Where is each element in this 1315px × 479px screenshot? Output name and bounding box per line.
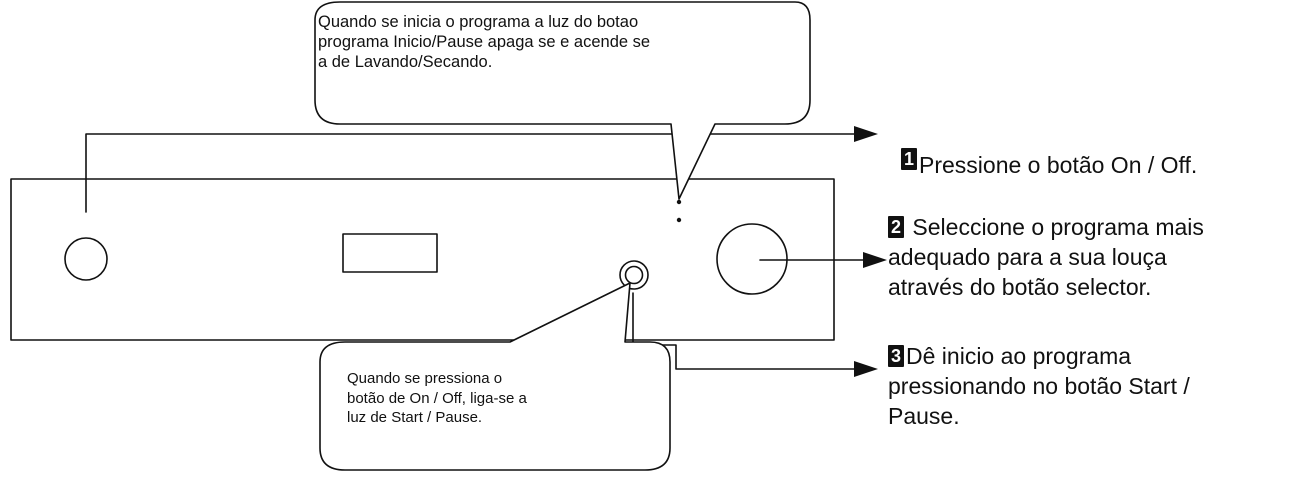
step-3-text-line: Pause. xyxy=(888,402,960,429)
step-3-text-line: Dê inicio ao programa xyxy=(906,343,1132,369)
callout-bottom-line: Quando se pressiona o xyxy=(347,370,503,387)
control-panel-body xyxy=(10,178,835,341)
callout-bubble-top xyxy=(314,1,811,200)
on-off-button xyxy=(64,237,108,281)
status-light-drying xyxy=(676,217,682,223)
leader-line-step-3 xyxy=(632,292,859,370)
step-1-number-badge: 1 xyxy=(901,148,918,170)
program-selector-knob xyxy=(716,223,788,295)
step-2-text-line: através do botão selector. xyxy=(888,273,1152,300)
callout-bottom-line: luz de Start / Pause. xyxy=(347,409,483,426)
callout-top-line: programa Inicio/Pause apaga se e acende … xyxy=(318,33,651,52)
leader-line-step-1 xyxy=(85,133,859,213)
step-2-text-line: adequado para a sua louça xyxy=(888,243,1167,270)
status-light-washing xyxy=(676,199,682,205)
callout-bubble-bottom xyxy=(319,282,671,471)
arrowhead-step-2 xyxy=(863,252,887,268)
arrowhead-step-3 xyxy=(854,361,878,377)
callout-text-bottom: Quando se pressiona o botão de On / Off,… xyxy=(347,369,597,428)
callout-top-line: a de Lavando/Secando. xyxy=(318,53,493,72)
step-1-text: Pressione o botão On / Off. xyxy=(919,152,1198,178)
step-3-text-line: pressionando no botão Start / xyxy=(888,372,1190,399)
callout-text-top: Quando se inicia o programa a luz do bot… xyxy=(318,12,798,72)
callout-top-line: Quando se inicia o programa a luz do bot… xyxy=(318,13,639,31)
step-2-number-badge: 2 xyxy=(888,216,905,238)
callout-bottom-line: botão de On / Off, liga-se a xyxy=(347,389,527,407)
step-2: 2 Seleccione o programa mais adequado pa… xyxy=(888,213,1313,303)
start-pause-button xyxy=(624,265,644,285)
step-2-text-line: Seleccione o programa mais xyxy=(912,214,1204,240)
start-pause-button-ring xyxy=(619,260,649,290)
display-window xyxy=(342,233,438,273)
step-3-number-badge: 3 xyxy=(888,345,905,367)
arrowhead-step-1 xyxy=(854,126,878,142)
